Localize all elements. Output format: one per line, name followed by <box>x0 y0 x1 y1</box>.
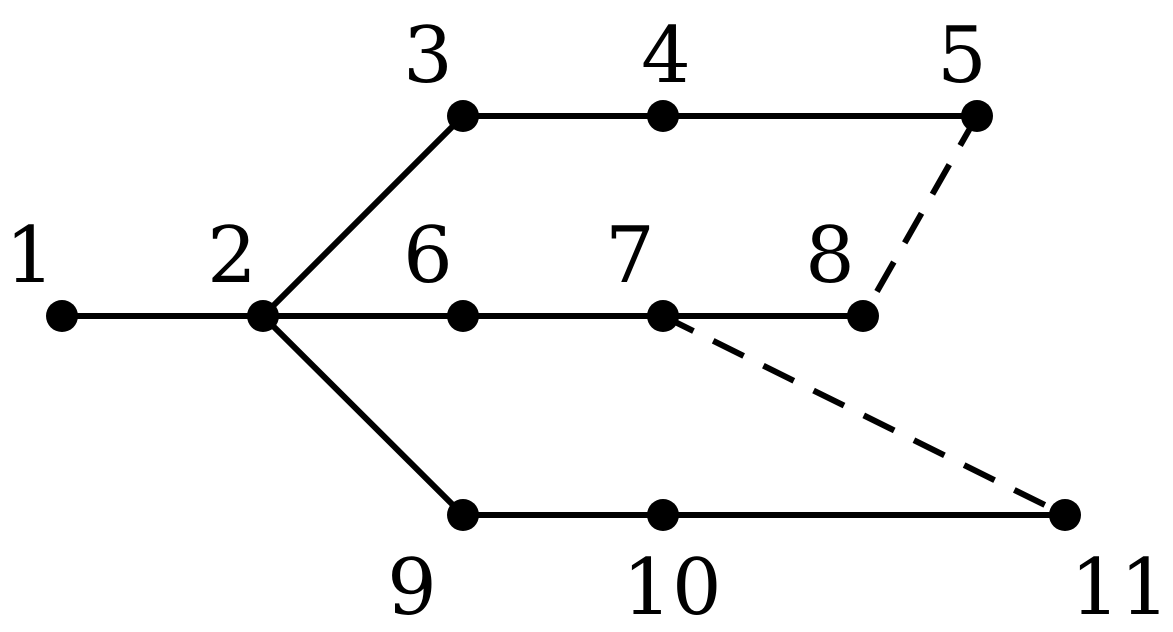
node-label-2: 2 <box>207 211 257 301</box>
node-label-3: 3 <box>403 11 453 101</box>
dashed-edge-5-8 <box>860 114 980 318</box>
node-9 <box>447 499 479 531</box>
node-label-5: 5 <box>937 11 987 101</box>
node-2 <box>247 300 279 332</box>
node-label-7: 7 <box>605 211 655 301</box>
edges-layer <box>59 113 1068 518</box>
node-1 <box>46 300 78 332</box>
node-3 <box>447 100 479 132</box>
node-6 <box>447 300 479 332</box>
node-label-9: 9 <box>387 543 437 632</box>
node-label-8: 8 <box>805 211 855 301</box>
node-10 <box>647 499 679 531</box>
node-4 <box>647 100 679 132</box>
node-label-10: 10 <box>622 543 721 632</box>
edge-2-9 <box>260 313 466 518</box>
node-7 <box>647 300 679 332</box>
node-label-4: 4 <box>641 11 691 101</box>
dashed-edge-7-11 <box>661 313 1067 518</box>
node-11 <box>1049 499 1081 531</box>
labels-layer: 1 2 3 4 5 6 7 8 9 10 11 <box>5 11 1169 632</box>
node-label-6: 6 <box>403 211 453 301</box>
node-label-1: 1 <box>5 211 55 301</box>
node-label-11: 11 <box>1070 543 1169 632</box>
node-5 <box>961 100 993 132</box>
node-8 <box>847 300 879 332</box>
nodes-layer <box>46 100 1081 531</box>
edge-2-3 <box>260 113 466 319</box>
